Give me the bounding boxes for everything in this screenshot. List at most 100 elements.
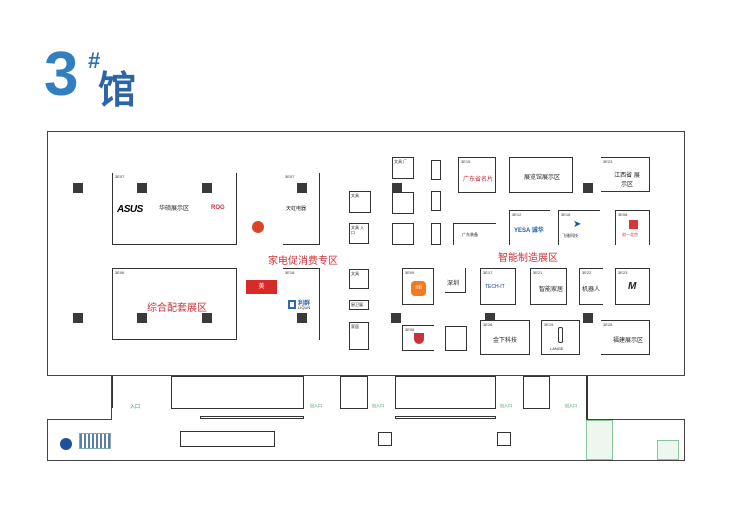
counter: [180, 431, 275, 447]
entrance-label[interactable]: 出入口: [310, 403, 322, 408]
wall: [111, 376, 112, 420]
rog-logo: ROG: [211, 205, 225, 211]
lobby-block: [171, 376, 304, 409]
booth[interactable]: 3E05: [402, 325, 434, 351]
hall-number: 3: [44, 40, 79, 109]
organizer-logo-icon: [60, 438, 72, 450]
entrance-label[interactable]: 出入口: [565, 403, 577, 408]
column: [73, 313, 83, 323]
booth-number: 3E07: [285, 174, 295, 179]
small-booth[interactable]: [445, 326, 467, 351]
liqun-logo-icon: [288, 300, 296, 309]
booth-number: 3E06: [115, 270, 125, 275]
column: [391, 313, 401, 323]
small-booth[interactable]: [392, 192, 414, 214]
small-booth[interactable]: [431, 191, 441, 211]
booth-label: 飞驰科技: [562, 233, 578, 238]
entrance-corridor: [112, 376, 582, 408]
booth-label: 广东省名片: [463, 177, 494, 183]
small-booth[interactable]: 家居: [349, 322, 369, 350]
booth[interactable]: 深圳: [445, 268, 466, 293]
barrier: [200, 416, 304, 419]
small-booth[interactable]: [431, 160, 441, 180]
booth-label: M: [628, 281, 637, 292]
column: [583, 313, 593, 323]
booth-label: 创一北京: [622, 232, 638, 237]
brand-logo-icon: [629, 220, 638, 229]
column: [137, 313, 147, 323]
stairs: [586, 420, 613, 460]
lobby-block: [340, 376, 368, 409]
product-icon: [558, 327, 563, 343]
red-sign: 美: [246, 280, 277, 294]
booth-label: 江西省 展示区: [614, 173, 640, 188]
zone-label-general: 综合配套展区: [147, 303, 207, 314]
booth[interactable]: 展览馆展示区: [509, 157, 573, 193]
column: [297, 313, 307, 323]
entrance-label[interactable]: 出入口: [372, 403, 384, 408]
booth-label: 深圳: [447, 281, 460, 287]
small-booth[interactable]: [392, 223, 414, 245]
stairs: [657, 440, 679, 460]
wall: [47, 419, 112, 420]
column: [297, 183, 307, 193]
wall: [586, 376, 588, 419]
column: [73, 183, 83, 193]
column: [202, 183, 212, 193]
hall-suffix: 馆: [98, 70, 137, 112]
brand-circle-icon: [252, 221, 264, 233]
hall-outline: [47, 131, 685, 376]
booth[interactable]: 广东装备: [453, 223, 496, 245]
booth-label: 福建展示区: [613, 338, 644, 344]
lobby-block: [523, 376, 550, 409]
booth-label: 华硕展示区: [159, 206, 190, 212]
booth-asus[interactable]: 3E07 ASUS 华硕展示区 ROG: [112, 173, 237, 245]
pillar: [497, 432, 511, 446]
booth-liqun[interactable]: 3E18 利群 LIQUN: [283, 268, 320, 340]
barrier: [395, 416, 496, 419]
column: [392, 183, 402, 193]
arrow-logo-icon: ➤: [573, 219, 582, 230]
booth-label: 广东装备: [462, 232, 478, 237]
booth-number: 3E07: [115, 174, 125, 179]
small-booth[interactable]: 文具 厂: [392, 157, 414, 179]
zone-label-home-appliance: 家电促消费专区: [268, 256, 338, 267]
small-booth[interactable]: 文具 入口: [349, 223, 369, 244]
lobby-block: [395, 376, 496, 409]
entrance-label[interactable]: 入口: [130, 404, 141, 410]
lower-lobby: [47, 419, 685, 461]
booth-sublabel: LIQUN: [298, 305, 311, 310]
column: [583, 183, 593, 193]
shield-logo-icon: [414, 333, 424, 344]
booth-general[interactable]: 3E06 综合配套展区: [112, 268, 237, 340]
column: [202, 313, 212, 323]
organizer-logo-text: [79, 433, 111, 449]
booth-number: 3E18: [285, 270, 295, 275]
small-booth[interactable]: [431, 223, 441, 245]
booth-label: 机器人: [582, 287, 601, 293]
small-booth[interactable]: 厨卫展: [349, 300, 369, 310]
small-booth[interactable]: 文具: [349, 191, 371, 213]
booth-label: 天虹电器: [286, 206, 307, 212]
pillar: [378, 432, 392, 446]
entrance-label[interactable]: 出入口: [500, 403, 512, 408]
booth-label: YESA 诚华: [514, 228, 544, 234]
booth[interactable]: 3E16➤飞驰科技: [558, 210, 600, 245]
wall: [586, 419, 685, 420]
booth-label: 金下科技: [493, 338, 518, 344]
small-booth[interactable]: 文具: [349, 269, 369, 289]
booth-label: 智能家居: [539, 287, 564, 293]
